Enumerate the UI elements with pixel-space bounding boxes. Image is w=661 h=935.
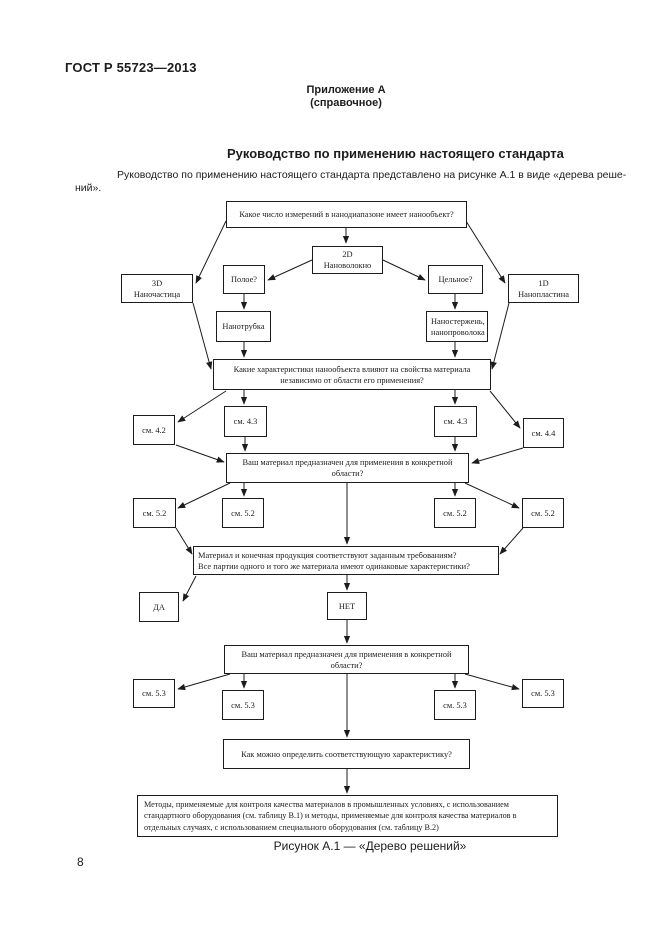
arrow-connector	[192, 302, 213, 370]
node-ref-5-3-inner-right: см. 5.3	[434, 690, 476, 720]
node-question-characteristics: Какие характеристики нанообъекта влияют …	[213, 359, 491, 390]
node-ref-5-2-outer-left: см. 5.2	[133, 498, 176, 528]
appendix-heading: Приложение А (справочное)	[306, 84, 386, 109]
intro-paragraph: Руководство по применению настоящего ста…	[75, 169, 627, 194]
arrow-connector	[464, 482, 520, 509]
figure-caption: Рисунок А.1 — «Дерево решений»	[273, 839, 467, 853]
arrow-connector	[195, 220, 227, 284]
node-question-application-1: Ваш материал предназначен для применения…	[226, 453, 469, 483]
arrow-connector	[489, 390, 521, 429]
arrow-connector	[267, 259, 313, 281]
node-1d-nanoplate: 1D Нанопластина	[508, 274, 579, 303]
node-answer-no: НЕТ	[327, 592, 367, 620]
arrow-connector	[465, 220, 506, 284]
arrow-connector	[182, 575, 197, 602]
node-ref-4-3-left: см. 4.3	[224, 406, 267, 437]
arrow-connector	[177, 482, 231, 509]
arrow-connector	[471, 447, 524, 465]
arrow-connector	[464, 673, 520, 691]
node-ref-5-3-outer-left: см. 5.3	[133, 679, 175, 708]
doc-number: ГОСТ Р 55723—2013	[65, 60, 197, 75]
node-question-dimensions: Какое число измерений в нанодиапазоне им…	[226, 201, 467, 228]
arrow-connector	[382, 259, 426, 281]
section-title: Руководство по применению настоящего ста…	[227, 146, 564, 161]
node-ref-4-4: см. 4.4	[523, 418, 564, 448]
page-number: 8	[77, 855, 84, 869]
node-solid: Цельное?	[428, 265, 483, 294]
node-hollow: Полое?	[223, 265, 265, 294]
node-3d-nanoparticle: 3D Наночастица	[121, 274, 193, 303]
arrow-connector	[175, 444, 225, 463]
node-question-application-2: Ваш материал предназначен для применения…	[224, 645, 469, 674]
node-ref-5-3-inner-left: см. 5.3	[222, 690, 264, 720]
node-ref-4-3-right: см. 4.3	[434, 406, 477, 437]
node-ref-5-3-outer-right: см. 5.3	[522, 679, 564, 708]
arrow-connector	[175, 527, 193, 555]
node-2d-nanofiber: 2D Нановолокно	[312, 246, 383, 274]
node-question-conformity: Материал и конечная продукция соответств…	[193, 546, 499, 575]
node-nanorod-nanowire: Наностержень, нанопроволока	[426, 311, 488, 342]
node-ref-5-2-inner-right: см. 5.2	[434, 498, 476, 528]
arrow-connector	[490, 302, 510, 370]
node-question-method: Как можно определить соответствующую хар…	[223, 739, 470, 769]
node-nanotube: Нанотрубка	[216, 311, 271, 342]
arrow-connector	[499, 527, 524, 555]
arrow-connector	[177, 673, 231, 691]
node-ref-4-2: см. 4.2	[133, 415, 175, 445]
node-methods-summary: Методы, применяемые для контроля качеств…	[137, 795, 558, 837]
node-ref-5-2-inner-left: см. 5.2	[222, 498, 264, 528]
node-answer-yes: ДА	[139, 592, 179, 622]
node-ref-5-2-outer-right: см. 5.2	[522, 498, 564, 528]
arrow-connector	[177, 390, 227, 423]
